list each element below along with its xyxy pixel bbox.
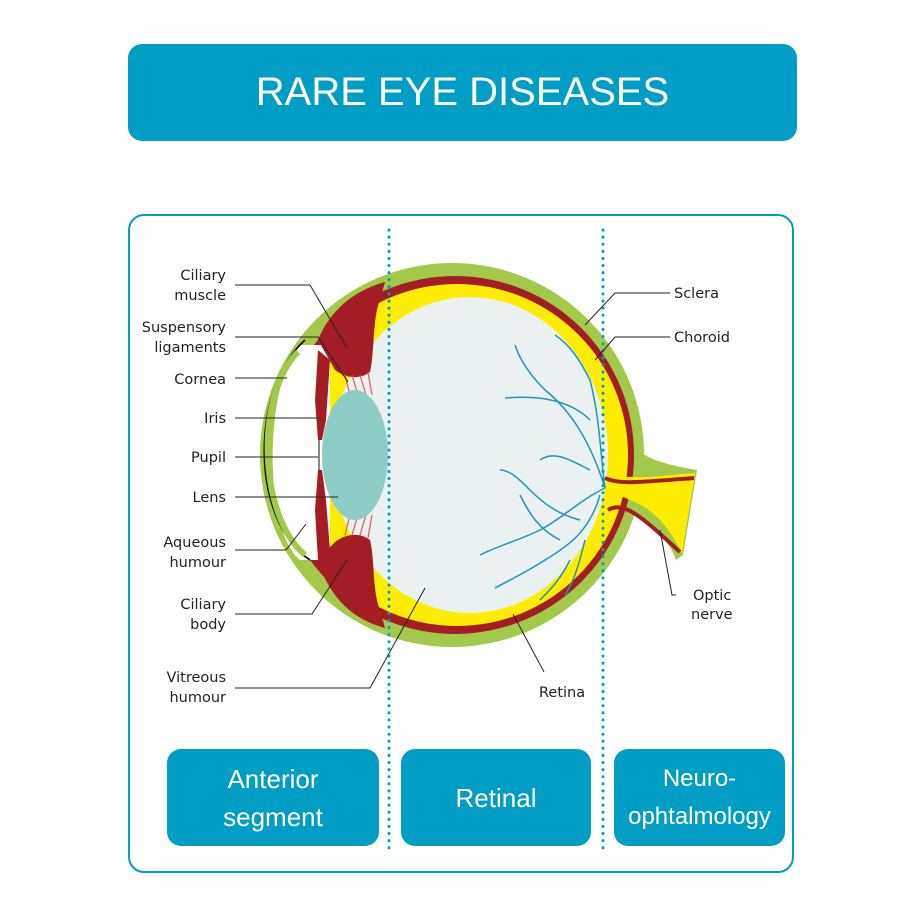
category-label-line: Neuro-	[662, 764, 737, 792]
vitreous-humour	[332, 297, 608, 613]
label-retina: Retina	[539, 685, 585, 701]
category-label-line: ophtalmology	[628, 802, 771, 830]
leader-lines	[235, 284, 676, 689]
optic-nerve	[608, 470, 695, 553]
page-title: RARE EYE DISEASES	[128, 44, 797, 141]
label-sclera: Sclera	[674, 286, 719, 302]
label-iris: Iris	[204, 411, 226, 427]
label-pupil: Pupil	[191, 450, 226, 466]
lens	[322, 390, 388, 520]
label-cornea: Cornea	[174, 372, 226, 388]
category-label-line: Retinal	[455, 782, 537, 813]
label-lens: Lens	[193, 490, 227, 506]
ciliary-muscle	[318, 282, 385, 378]
diagram-panel	[128, 214, 794, 873]
category-neuro-ophtalmology[interactable]: Neuro-ophtalmology	[614, 749, 785, 846]
category-anterior-segment[interactable]: Anterior segment	[167, 749, 379, 846]
label-choroid: Choroid	[674, 330, 730, 346]
category-label-line: segment	[223, 801, 323, 832]
category-label-line: Anterior	[227, 763, 319, 794]
retinal-blood-vessels	[479, 334, 606, 601]
category-retinal[interactable]: Retinal	[401, 749, 591, 846]
ciliary-body	[318, 534, 385, 628]
